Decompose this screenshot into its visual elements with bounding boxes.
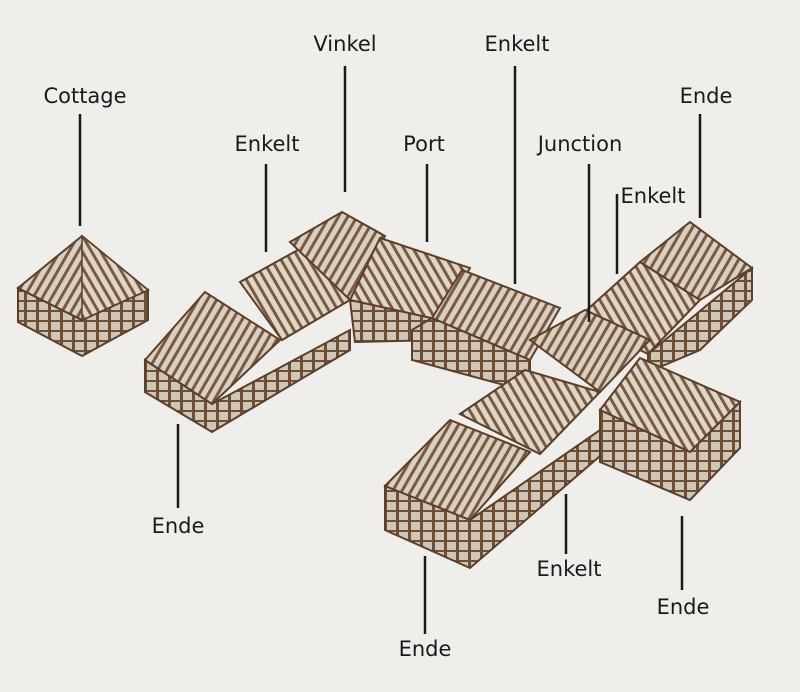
label-enkelt-top-mid: Enkelt <box>484 32 550 56</box>
label-ende-top-right: Ende <box>679 84 733 108</box>
label-ende-bottom: Ende <box>398 637 452 661</box>
label-ende-left: Ende <box>151 514 205 538</box>
label-ende-bottom-right: Ende <box>656 595 710 619</box>
label-cottage: Cottage <box>43 84 127 108</box>
label-enkelt-top-left: Enkelt <box>234 132 300 156</box>
label-vinkel: Vinkel <box>313 32 377 56</box>
label-junction: Junction <box>537 132 623 156</box>
cottage-model <box>16 234 150 358</box>
junction-model <box>383 308 742 570</box>
leader-lines <box>78 66 702 634</box>
label-enkelt-right: Enkelt <box>620 184 686 208</box>
label-enkelt-bottom: Enkelt <box>536 557 602 581</box>
middle-wing-model <box>348 236 562 394</box>
label-port: Port <box>403 132 445 156</box>
